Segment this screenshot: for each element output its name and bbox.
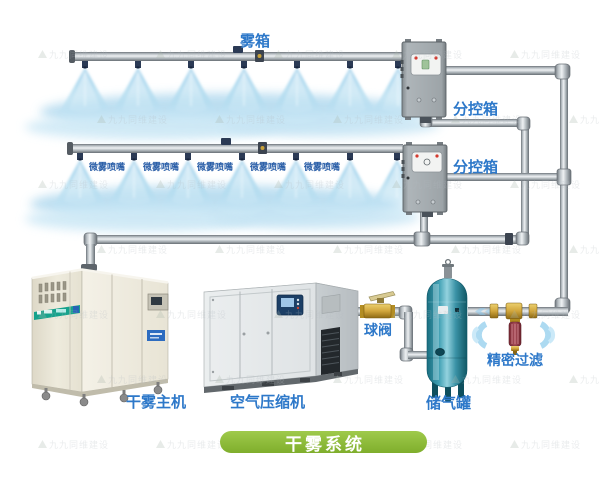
system-banner: 干雾系统 [220,431,427,455]
system-banner-title: 干雾系统 [285,434,365,455]
control-box-1 [400,39,447,123]
label-nozzle-4: 微雾喷嘴 [250,163,287,173]
label-main-unit: 干雾主机 [126,393,187,411]
mist-row-2 [25,160,425,232]
label-filter: 精密过滤 [487,353,543,369]
precision-filter [471,302,556,355]
label-fog-box: 雾箱 [240,32,271,50]
label-ball-valve: 球阀 [364,323,392,339]
label-control-box-1: 分控箱 [453,100,499,118]
label-tank: 储气罐 [426,394,472,412]
dry-fog-main-unit [31,268,169,407]
label-nozzle-5: 微雾喷嘴 [304,163,341,173]
ball-valve [360,291,396,319]
label-control-box-2: 分控箱 [453,158,499,176]
air-compressor [203,282,359,393]
control-box-2 [401,142,448,217]
mist-row-1 [25,68,440,140]
label-nozzle-1: 微雾喷嘴 [89,163,126,173]
label-nozzle-3: 微雾喷嘴 [197,163,234,173]
label-nozzle-2: 微雾喷嘴 [143,163,180,173]
air-tank [426,258,468,402]
label-compressor: 空气压缩机 [230,393,306,411]
